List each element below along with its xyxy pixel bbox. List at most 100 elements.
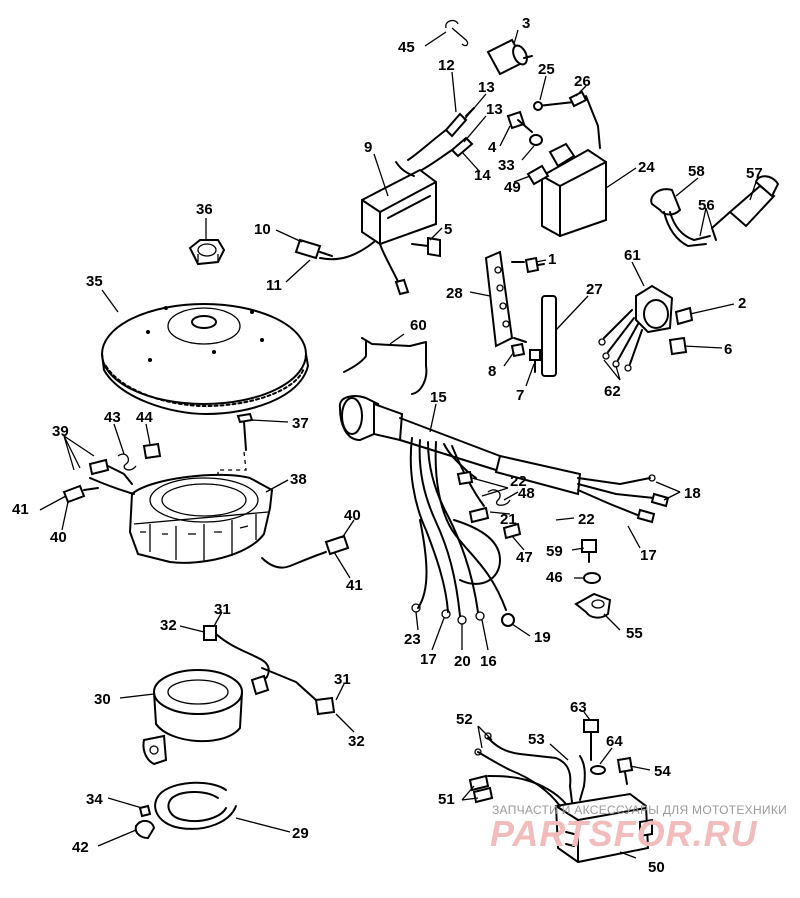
part-retaining-ring-29: [154, 781, 237, 830]
part-clamp-55: [574, 592, 612, 619]
callout-19: 19: [534, 629, 551, 646]
part-clip-44: [142, 442, 162, 460]
callout-48: 48: [518, 485, 535, 502]
watermark: ЗАПЧАСТИ И АКСЕССУАРЫ ДЛЯ МОТОТЕХНИКИ PA…: [490, 803, 787, 854]
callout-13: 13: [486, 101, 503, 118]
part-washer-33: [529, 134, 543, 146]
part-lead-40-41-right: [261, 534, 350, 569]
callout-49: 49: [504, 179, 521, 196]
callout-31: 31: [214, 601, 231, 618]
part-screw-2: [674, 306, 694, 326]
part-nut-36: [188, 239, 226, 266]
callout-2: 2: [738, 295, 746, 312]
callout-46: 46: [546, 569, 563, 586]
callout-58: 58: [688, 163, 705, 180]
callout-63: 63: [570, 699, 587, 716]
leader-lines: [39, 29, 757, 859]
callout-11: 11: [266, 277, 282, 294]
callout-54: 54: [654, 763, 671, 780]
callout-31: 31: [334, 671, 351, 688]
callout-59: 59: [546, 543, 563, 560]
part-stator-38: [128, 473, 274, 564]
callout-22: 22: [578, 511, 595, 528]
part-spark-plug-boot-57: [711, 175, 780, 241]
callout-6: 6: [724, 341, 732, 358]
watermark-brand: PARTSFOR.RU: [490, 813, 758, 854]
part-lead-39-40-41: [62, 458, 135, 504]
part-relay-61: [598, 284, 674, 372]
callout-37: 37: [292, 415, 309, 432]
part-screw-59: [581, 539, 597, 563]
part-terminal-25-26: [533, 90, 601, 149]
callout-40: 40: [344, 507, 361, 524]
part-flywheel-35: [101, 303, 309, 415]
callout-39: 39: [52, 423, 69, 440]
callout-3: 3: [522, 15, 530, 32]
callout-32: 32: [348, 733, 365, 750]
callout-41: 41: [346, 577, 363, 594]
part-connector-3: [486, 38, 533, 76]
part-leads-51-52-53: [468, 732, 586, 807]
callout-50: 50: [648, 859, 665, 876]
callout-47: 47: [516, 549, 533, 566]
callout-26: 26: [574, 73, 591, 90]
part-coil-30: [142, 669, 243, 766]
callout-43: 43: [104, 409, 121, 426]
part-fastener-8: [510, 342, 526, 358]
callout-38: 38: [290, 471, 307, 488]
part-wiring-harness-15: [338, 395, 670, 627]
part-ignition-coil-24: [526, 142, 607, 238]
callout-33: 33: [498, 157, 515, 174]
callout-23: 23: [404, 631, 421, 648]
callout-52: 52: [456, 711, 473, 728]
callout-27: 27: [586, 281, 603, 298]
callout-14: 14: [474, 167, 491, 184]
callout-22: 22: [510, 473, 527, 490]
callout-44: 44: [136, 409, 153, 426]
callout-51: 51: [438, 791, 455, 808]
callout-32: 32: [160, 617, 177, 634]
callout-12: 12: [438, 57, 455, 74]
part-bracket-60: [343, 337, 428, 395]
callout-40: 40: [50, 529, 67, 546]
part-lead-31-32: [203, 625, 336, 716]
callout-15: 15: [430, 389, 447, 406]
callout-45: 45: [398, 39, 415, 56]
callout-8: 8: [488, 363, 496, 380]
callout-7: 7: [516, 387, 524, 404]
part-connector-47: [502, 522, 522, 540]
part-washer-46: [583, 572, 601, 584]
part-screw-7: [529, 349, 541, 373]
watermark-tagline: ЗАПЧАСТИ И АКСЕССУАРЫ ДЛЯ МОТОТЕХНИКИ: [492, 803, 787, 817]
part-screw-63: [583, 719, 599, 761]
callout-36: 36: [196, 201, 213, 218]
callout-41: 41: [12, 501, 29, 518]
part-bolt-4: [506, 110, 533, 133]
callout-55: 55: [626, 625, 643, 642]
callout-53: 53: [528, 731, 545, 748]
part-clip-45: [445, 19, 469, 47]
part-cover-27: [541, 295, 557, 377]
part-screw-54: [616, 756, 634, 785]
part-screw-1: [524, 256, 545, 274]
part-wire-connector-12: [407, 107, 475, 161]
callout-30: 30: [94, 691, 111, 708]
callout-24: 24: [638, 159, 655, 176]
callout-17: 17: [640, 547, 657, 564]
callout-21: 21: [500, 511, 517, 528]
part-power-pack-9: [319, 161, 437, 296]
callout-25: 25: [538, 61, 555, 78]
part-screw-6: [668, 336, 688, 356]
part-screw-34: [138, 804, 152, 818]
callout-60: 60: [410, 317, 427, 334]
callout-labels: 45 3 12 13 13 25 26 4 33 49 14 9 24 58 5…: [12, 15, 763, 876]
callout-1: 1: [548, 251, 556, 268]
callout-4: 4: [488, 139, 497, 156]
callout-9: 9: [364, 139, 372, 156]
part-spring-43: [117, 453, 137, 471]
part-regulator-50: [554, 792, 653, 864]
part-spark-plug-boot-58: [650, 188, 711, 247]
part-bolt-5: [411, 236, 441, 258]
part-washer-64: [590, 765, 606, 775]
